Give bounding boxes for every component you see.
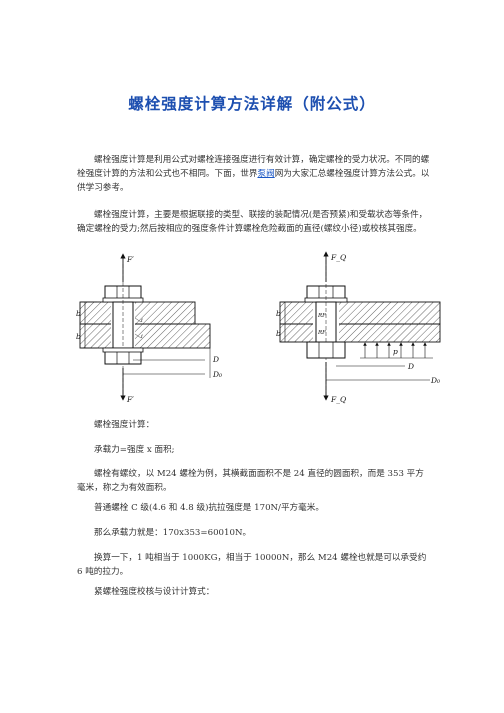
left-label-D0: D₀: [212, 370, 222, 379]
right-nut: [306, 341, 346, 359]
left-lower-plate: [79, 323, 211, 349]
right-upper-plate: [279, 301, 441, 325]
left-force-bottom-label: F′: [126, 395, 134, 404]
right-force-top-label: F_Q: [330, 253, 346, 262]
paragraph-calc-heading: 螺栓强度计算：: [94, 420, 155, 430]
right-label-D0: D₀: [430, 376, 440, 385]
left-dim-b-lower: b: [76, 332, 81, 341]
right-label-rf1: RF: [317, 313, 326, 319]
right-force-bottom-label: F_Q: [330, 395, 346, 404]
left-bolt-diagram: F′ F′ b b i i D D₀: [76, 253, 222, 404]
left-label-i1: i: [141, 318, 143, 324]
right-lower-plate: [279, 323, 441, 343]
paragraph-strength-calc-overview: 螺栓强度计算，主要是根据联接的类型、联接的装配情况(是否预紧)和受载状态等条件，…: [77, 210, 428, 234]
right-pressure-arrows: [360, 342, 433, 359]
left-dim-b-upper: b: [76, 309, 81, 318]
left-label-i2: i: [141, 334, 143, 340]
intro-text-after: 网为大家汇总螺栓强度计算方法公式。以供学习参考。: [77, 169, 430, 193]
left-force-top-label: F′: [126, 255, 134, 264]
paragraph-m24-effective-area: 螺栓有螺纹，以 M24 螺栓为例，其横截面面积不是 24 直径的圆面积，而是 3…: [77, 469, 424, 493]
paragraph-tight-bolt-check: 紧螺栓强度校核与设计计算式：: [94, 587, 215, 597]
right-label-rf2: RF: [317, 330, 326, 336]
paragraph-ton-conversion: 换算一下，1 吨相当于 1000KG，相当于 10000N，那么 M24 螺栓也…: [77, 553, 427, 577]
paragraph-capacity-result: 那么承载力就是：170x353=60010N。: [94, 528, 252, 538]
document-title: 螺栓强度计算方法详解（附公式）: [128, 95, 376, 113]
intro-paragraph: 螺栓强度计算是利用公式对螺栓连接强度进行有效计算，确定螺栓的受力状况。不同的螺栓…: [77, 153, 432, 195]
left-label-D: D: [212, 355, 219, 364]
left-upper-plate: [79, 301, 196, 325]
paragraph-capacity-formula: 承载力=强度 x 面积;: [94, 445, 175, 455]
bolt-diagram-figure: F′ F′ b b i i D D₀: [75, 250, 443, 408]
right-label-D: D: [407, 362, 414, 371]
right-label-p: p: [393, 347, 398, 356]
right-bolt-diagram: RF RF F_Q F_Q p b b: [276, 251, 441, 404]
intro-text-before: 螺栓强度计算是利用公式对螺栓连接强度进行有效计算，确定螺栓的受力状况。不同的螺栓…: [77, 155, 430, 179]
pump-valve-link[interactable]: 泵阀: [257, 169, 275, 179]
paragraph-tensile-strength: 普通螺栓 C 级(4.6 和 4.8 级)抗拉强度是 170N/平方毫米。: [94, 503, 324, 513]
right-dim-b-upper: b: [276, 309, 281, 318]
right-dim-b-lower: b: [276, 329, 281, 338]
